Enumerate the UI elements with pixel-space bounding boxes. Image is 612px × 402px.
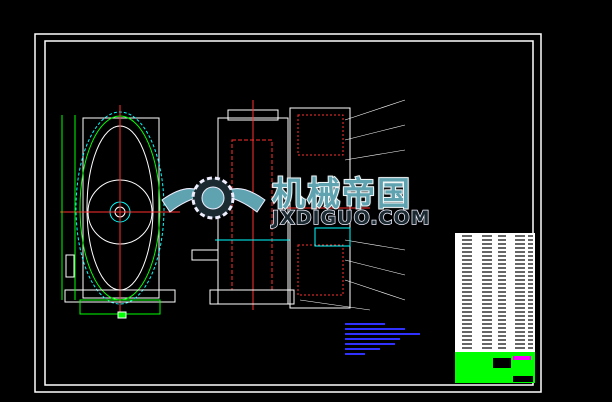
front-view (60, 105, 180, 319)
section-view (280, 99, 406, 311)
watermark-emblem (161, 176, 266, 220)
watermark: 机械帝国 JXDIGUO.COM (160, 163, 460, 238)
watermark-title: 机械帝国 (271, 173, 412, 214)
watermark-site: JXDIGUO.COM (271, 206, 431, 230)
technical-notes (345, 323, 420, 355)
parts-list (455, 233, 535, 383)
inner-frame (44, 40, 534, 386)
outer-frame (34, 33, 542, 393)
